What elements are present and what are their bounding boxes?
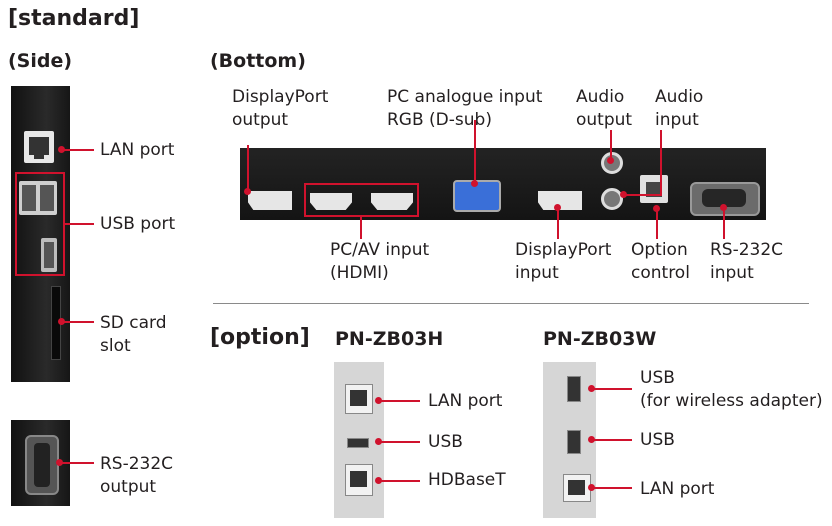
side-rs-line [60,462,94,464]
pc-analog-dot [471,180,478,187]
audio-in-dot [620,191,627,198]
side-panel-photo [11,86,70,382]
pc-analog-label-1: PC analogue input [387,87,543,107]
zb03w-usb-wireless-label-1: USB [640,368,675,388]
side-sd-line [62,321,94,323]
dp-in-line [557,205,559,239]
side-sd-dot [58,318,65,325]
hdmi-line [360,217,362,239]
zb03w-usb-wireless-dot [588,385,595,392]
zb03w-lan-line [592,487,632,489]
audio-in-label-2: input [655,110,699,130]
option-dot [653,205,660,212]
zb03w-lan-label: LAN port [640,479,715,499]
model-zb03w-heading: PN-ZB03W [543,328,657,350]
side-lan-line [62,149,94,151]
side-rs-label-2: output [100,477,157,497]
side-lan-label: LAN port [100,140,175,160]
rs-in-label-1: RS-232C [710,240,784,260]
zb03h-usb-label: USB [428,432,463,452]
dp-in-dot [554,204,561,211]
zb03h-lan-label: LAN port [428,391,503,411]
pc-analog-line [474,120,476,182]
hdmi-label-2: (HDMI) [330,263,389,283]
option-label-2: control [631,263,690,283]
audio-out-label-2: output [576,110,633,130]
side-usb-label: USB port [100,214,176,234]
zb03w-lan-dot [588,484,595,491]
dp-out-label-2: output [232,110,289,130]
side-sd-label-1: SD card [100,313,167,333]
zb03w-usb-wireless-label-2: (for wireless adapter) [640,391,823,411]
side-usb-port-icon [19,181,57,215]
side-sd-label-2: slot [100,336,131,356]
side-heading: (Side) [8,50,73,72]
dp-out-label-1: DisplayPort [232,87,329,107]
zb03w-usb-wireless-line [592,388,632,390]
side-usb-highlight [15,172,65,276]
dp-out-line [247,145,249,191]
side-lan-port-icon [24,131,54,163]
zb03h-usb-dot [375,438,382,445]
audio-in-label-1: Audio [655,87,704,107]
zb03h-hdbaset-line [379,480,420,482]
audio-in-line-v [660,130,662,195]
audio-out-dot [607,157,614,164]
side-usb-single-icon [41,238,57,272]
rs-in-label-2: input [710,263,754,283]
option-heading: [option] [210,325,310,350]
pc-analog-label-2: RGB (D-sub) [387,110,492,130]
audio-in-line-h [625,194,662,196]
side-usb-line [65,223,94,225]
bottom-heading: (Bottom) [210,50,306,72]
hdmi-label-1: PC/AV input [330,240,430,260]
zb03h-lan-line [379,400,420,402]
zb03h-hdbaset-label: HDBaseT [428,470,506,490]
side-rs-dot [56,459,63,466]
zb03h-lan-dot [375,397,382,404]
zb03h-panel-photo [334,362,384,518]
option-label-1: Option [631,240,688,260]
dp-out-dot [244,188,251,195]
bottom-hdmi-highlight [304,183,419,217]
audio-out-line [610,130,612,160]
zb03w-usb-dot [588,436,595,443]
zb03h-hdbaset-dot [375,477,382,484]
rs-in-line [723,205,725,239]
dp-in-label-1: DisplayPort [515,240,612,260]
side-lan-dot [58,146,65,153]
side-rs-label-1: RS-232C [100,454,174,474]
zb03w-usb-line [592,439,632,441]
zb03h-usb-line [379,441,420,443]
rs-in-dot [720,204,727,211]
section-divider [213,303,809,304]
audio-out-label-1: Audio [576,87,625,107]
standard-heading: [standard] [8,6,140,31]
zb03w-usb-label: USB [640,430,675,450]
dp-in-label-2: input [515,263,559,283]
option-line [656,206,658,239]
model-zb03h-heading: PN-ZB03H [335,328,444,350]
zb03w-panel-photo [543,362,596,518]
